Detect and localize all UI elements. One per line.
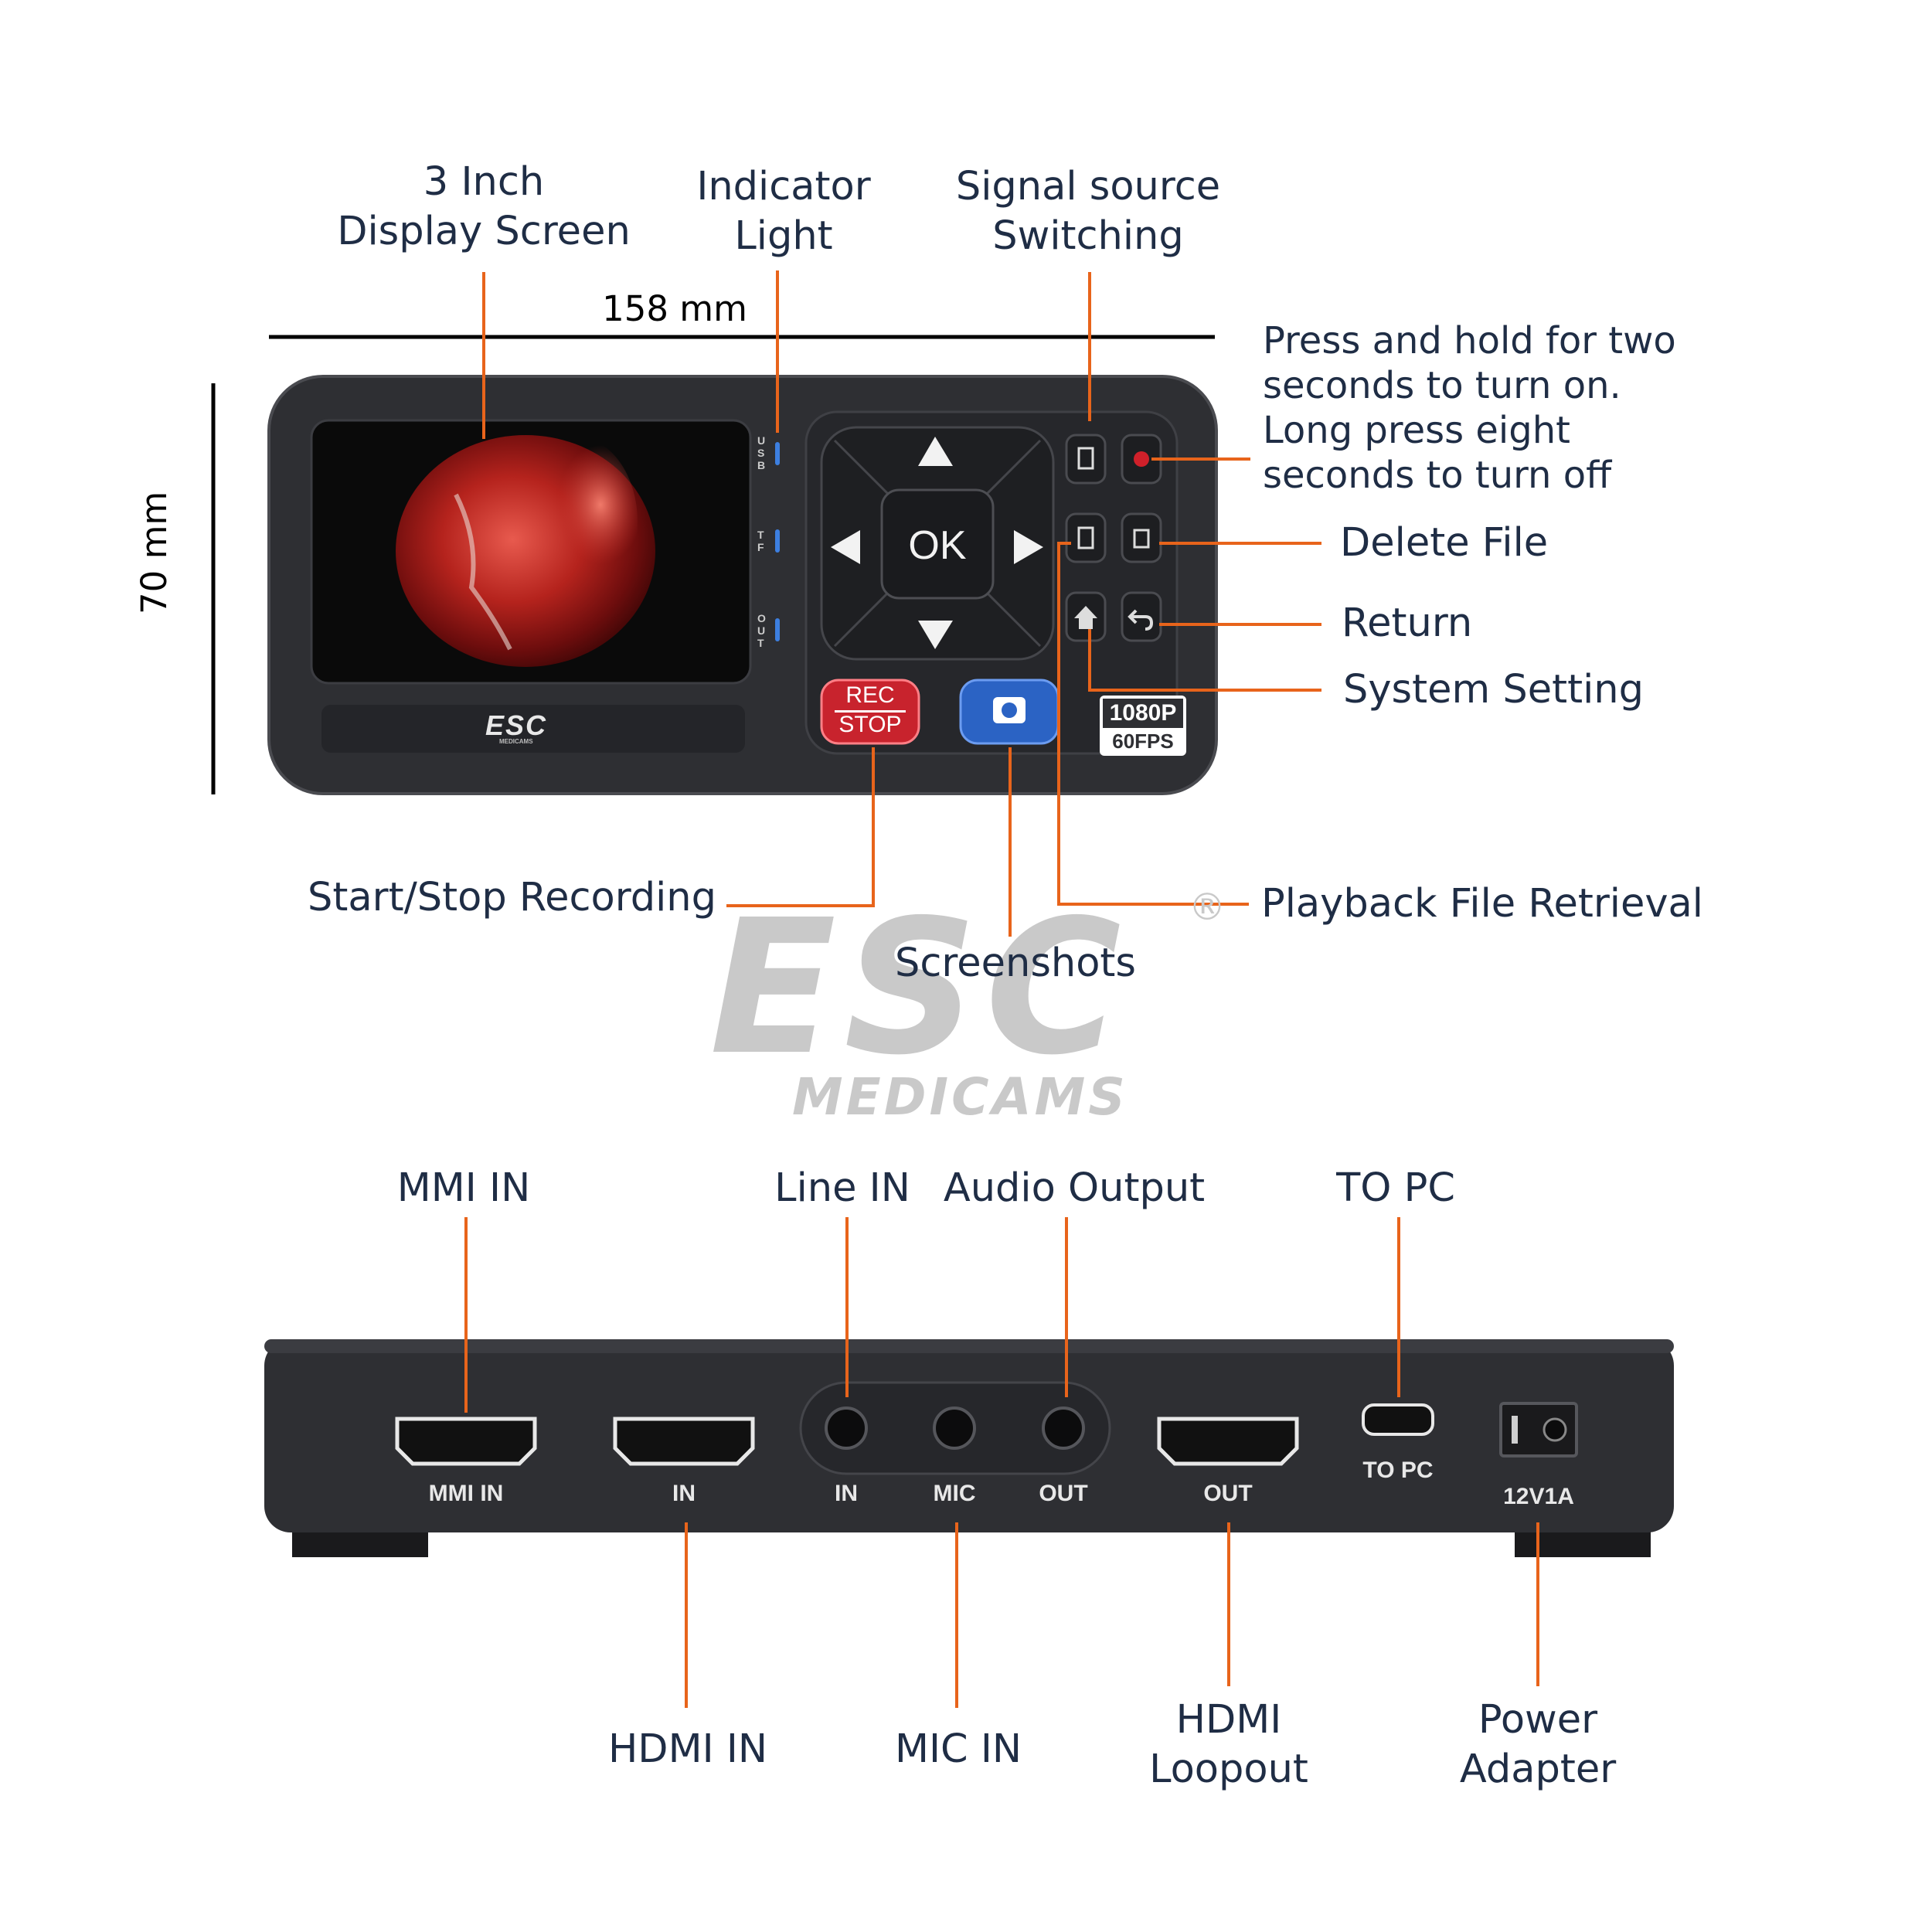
- signal-source-button[interactable]: [1065, 434, 1107, 485]
- usb-port-label: TO PC: [1362, 1458, 1434, 1483]
- audio-output-label: Audio Output: [943, 1165, 1206, 1211]
- dc-power-pin: [1543, 1417, 1567, 1442]
- dc-power-switch: [1512, 1416, 1518, 1444]
- playback-icon: [1077, 526, 1094, 549]
- up-arrow-icon[interactable]: [918, 437, 953, 466]
- return-label: Return: [1342, 600, 1473, 646]
- hdmi-out-port-label: OUT: [1203, 1481, 1253, 1506]
- system-leader: [1088, 629, 1321, 692]
- watermark-sub: MEDICAMS: [792, 1067, 1128, 1127]
- power-instructions-label: Press and hold for two seconds to turn o…: [1263, 319, 1676, 497]
- device-logo: ESC: [485, 709, 548, 741]
- hdmi-in-port[interactable]: [613, 1417, 755, 1466]
- registered-mark: ®: [1189, 886, 1226, 929]
- endoscope-tissue: [454, 493, 512, 651]
- usb-indicator-label: USB: [757, 434, 766, 471]
- usb-port[interactable]: [1362, 1403, 1434, 1436]
- mic-port-label: MIC: [933, 1481, 976, 1506]
- hdmi-out-port[interactable]: [1157, 1417, 1299, 1466]
- mic-in-label: MIC IN: [894, 1726, 1022, 1772]
- hdmi-ports: [395, 1417, 1299, 1466]
- audio-out-port-label: OUT: [1039, 1481, 1088, 1506]
- record-leader: [726, 747, 875, 907]
- line-in-label: Line IN: [774, 1165, 910, 1211]
- tf-indicator-label: TF: [757, 529, 764, 553]
- delete-file-label: Delete File: [1340, 520, 1549, 566]
- indicator-light-label: Indicator Light: [696, 164, 871, 259]
- signal-switching-label: Signal source Switching: [955, 164, 1221, 259]
- mmi-in-port[interactable]: [395, 1417, 537, 1466]
- hdmi-loopout-label: HDMI Loopout: [1149, 1697, 1308, 1792]
- rec-label: REC: [845, 682, 895, 708]
- stop-label: STOP: [838, 712, 902, 737]
- return-icon: [1128, 609, 1154, 631]
- line-in-port-label: IN: [835, 1481, 858, 1506]
- hdmi-in-label: HDMI IN: [607, 1726, 768, 1772]
- trash-icon: [1133, 529, 1150, 549]
- hdmi-in-port-label: IN: [672, 1481, 696, 1506]
- system-setting-label: System Setting: [1343, 667, 1644, 713]
- home-icon-base: [1079, 618, 1093, 629]
- fps-label: 60FPS: [1112, 730, 1174, 753]
- resolution-label: 1080P: [1109, 700, 1177, 726]
- right-arrow-icon[interactable]: [1014, 530, 1043, 564]
- playback-button[interactable]: [1065, 512, 1107, 563]
- camera-lens-icon: [1002, 702, 1017, 718]
- display-screen-label: 3 Inch Display Screen: [337, 159, 631, 254]
- out-indicator-led: [775, 618, 780, 641]
- tf-indicator-led: [775, 529, 780, 553]
- playback-leader: [1057, 542, 1249, 906]
- left-arrow-icon[interactable]: [831, 530, 860, 564]
- screenshots-label: Screenshots: [895, 940, 1137, 986]
- delete-button[interactable]: [1121, 512, 1162, 563]
- device-logo-sub: MEDICAMS: [499, 738, 533, 745]
- ok-button[interactable]: [880, 488, 995, 600]
- height-dimension: 70 mm: [134, 491, 175, 614]
- back-device-top-edge: [264, 1339, 1674, 1353]
- to-pc-label: TO PC: [1336, 1165, 1455, 1211]
- power-icon: [1134, 451, 1149, 467]
- line-in-jack[interactable]: [825, 1406, 868, 1450]
- mic-jack[interactable]: [933, 1406, 976, 1450]
- playback-retrieval-label: Playback File Retrieval: [1261, 881, 1703, 927]
- resolution-badge-top: [1103, 699, 1183, 728]
- watermark-brand: ESC: [709, 879, 1129, 1096]
- home-icon: [1074, 606, 1097, 618]
- usb-indicator-led: [775, 442, 780, 465]
- ok-label: OK: [908, 523, 967, 568]
- audio-out-jack[interactable]: [1042, 1406, 1085, 1450]
- dc-power-port[interactable]: [1499, 1402, 1578, 1458]
- width-dimension: 158 mm: [602, 288, 747, 329]
- power-adapter-label: Power Adapter: [1459, 1697, 1617, 1792]
- logo-bar: [321, 705, 745, 753]
- dc-power-port-label: 12V1A: [1503, 1484, 1574, 1509]
- down-arrow-icon[interactable]: [918, 621, 953, 649]
- start-stop-recording-label: Start/Stop Recording: [308, 875, 717, 920]
- source-switch-icon: [1077, 447, 1094, 470]
- endoscope-highlight: [514, 437, 638, 607]
- out-indicator-label: OUT: [757, 612, 766, 649]
- mmi-in-label: MMI IN: [396, 1165, 531, 1211]
- rec-divider: [835, 710, 906, 713]
- mmi-in-port-label: MMI IN: [428, 1481, 504, 1506]
